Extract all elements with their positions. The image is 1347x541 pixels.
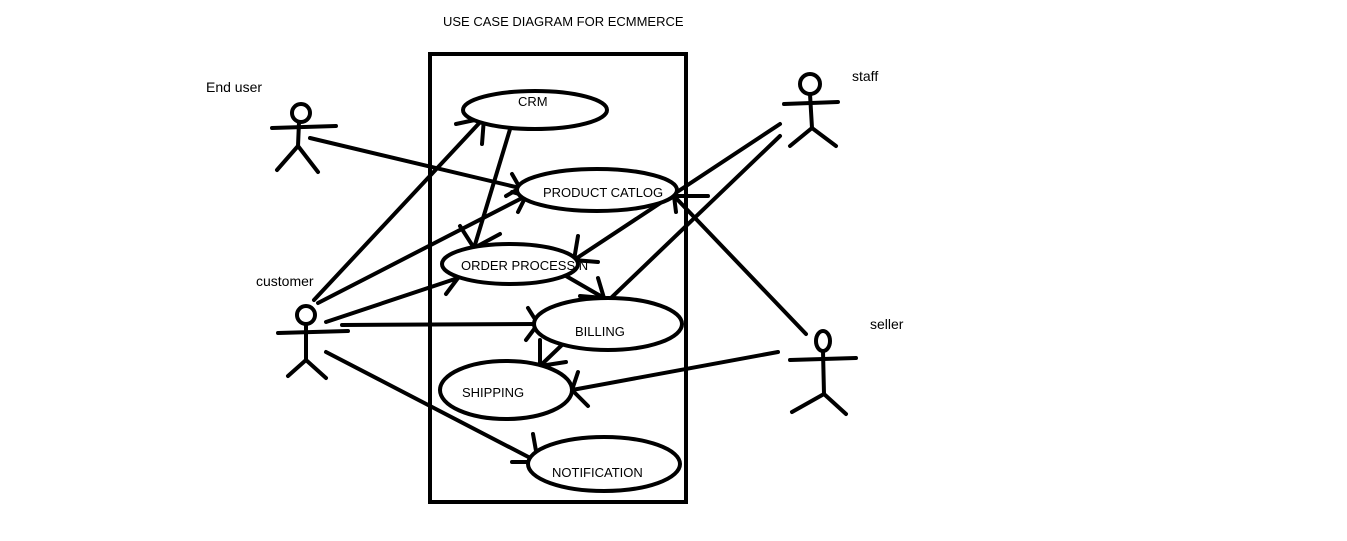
assoc-customer-crm <box>312 116 486 302</box>
assoc-enduser-productcatalog <box>308 136 522 190</box>
assoc-seller-productcatalog <box>672 194 808 336</box>
stick-figure-icon <box>270 102 338 174</box>
assoc-orderprocessing-billing <box>564 274 606 300</box>
use-case-product-catalog: PRODUCT CATLOG <box>515 167 679 213</box>
actor-customer-label: customer <box>256 273 314 289</box>
stick-figure-icon <box>276 304 350 380</box>
diagram-title: USE CASE DIAGRAM FOR ECMMERCE <box>443 14 684 29</box>
stick-figure-icon <box>788 329 858 416</box>
use-case-crm: CRM <box>461 89 609 131</box>
actor-customer: customer <box>256 273 350 380</box>
use-case-order-processing-label: ORDER PROCESSIN <box>461 258 588 273</box>
use-case-notification-ellipse <box>526 435 682 493</box>
assoc-customer-billing <box>340 322 540 327</box>
assoc-crm-orderprocessing <box>472 124 513 250</box>
use-case-crm-ellipse <box>461 89 609 131</box>
use-case-shipping: SHIPPING <box>438 359 574 421</box>
use-case-order-processing-ellipse <box>440 242 580 286</box>
assoc-customer-notification <box>324 350 540 464</box>
system-boundary <box>428 52 688 504</box>
use-case-product-catalog-label: PRODUCT CATLOG <box>543 185 663 200</box>
assoc-seller-shipping <box>570 350 780 392</box>
assoc-customer-orderprocessing <box>324 276 460 324</box>
stick-figure-icon <box>782 72 840 148</box>
use-case-notification: NOTIFICATION <box>526 435 682 493</box>
use-case-billing-label: BILLING <box>575 324 625 339</box>
use-case-billing: BILLING <box>532 296 684 352</box>
actor-end-user: End user <box>206 79 338 174</box>
actor-seller-label: seller <box>870 316 904 332</box>
actor-staff: staff <box>782 68 878 148</box>
use-case-shipping-label: SHIPPING <box>462 385 524 400</box>
use-case-shipping-ellipse <box>438 359 574 421</box>
use-case-order-processing: ORDER PROCESSIN <box>440 242 588 286</box>
use-case-product-catalog-ellipse <box>515 167 679 213</box>
assoc-customer-productcatalog <box>316 194 528 305</box>
actor-seller: seller <box>788 316 904 416</box>
use-case-notification-label: NOTIFICATION <box>552 465 643 480</box>
actor-end-user-label: End user <box>206 79 262 95</box>
use-case-crm-label: CRM <box>518 94 548 109</box>
actor-staff-label: staff <box>852 68 878 84</box>
use-case-billing-ellipse <box>532 296 684 352</box>
